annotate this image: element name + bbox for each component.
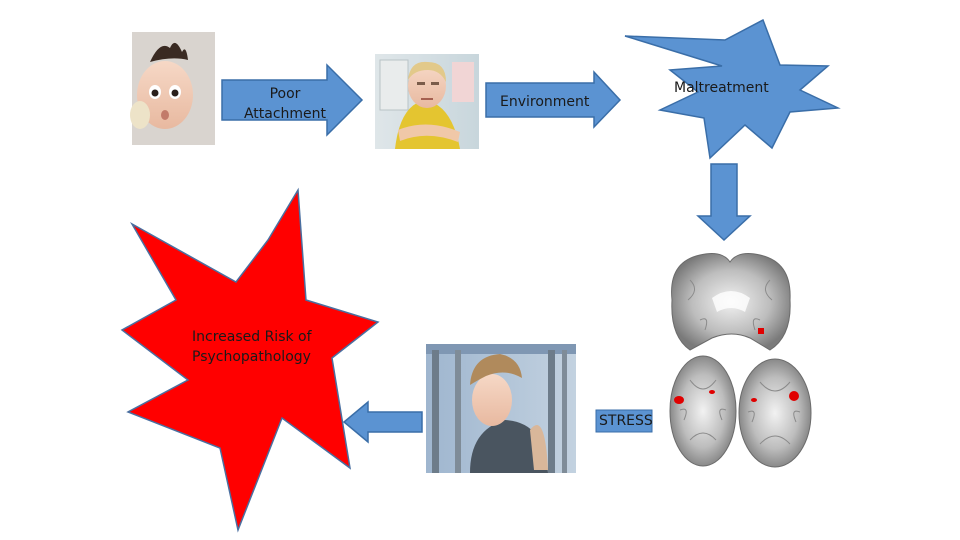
maltreatment-label: Maltreatment xyxy=(674,80,769,96)
risk-burst xyxy=(120,187,380,533)
poor-attachment-label-line1: Poor xyxy=(269,86,301,102)
stress-label-box xyxy=(595,409,653,433)
poor-attachment-label: Poor Attachment xyxy=(226,84,344,124)
arrow-poor-attachment xyxy=(221,63,364,137)
brain-coronal-scan xyxy=(671,253,791,351)
brain-scans-image xyxy=(669,253,812,468)
brain-axial-scan-right xyxy=(738,358,812,468)
environment-label: Environment xyxy=(500,94,590,110)
risk-label-line2: Psychopathology xyxy=(192,349,311,365)
stress-label: STRESS xyxy=(599,413,653,429)
teen-photo xyxy=(426,344,576,473)
arrow-down-to-brain xyxy=(696,163,752,242)
risk-label-line1: Increased Risk of xyxy=(192,329,312,345)
maltreatment-burst xyxy=(624,18,841,160)
arrow-stress-to-risk xyxy=(342,400,423,444)
arrow-environment xyxy=(485,70,622,129)
risk-label: Increased Risk of Psychopathology xyxy=(192,327,312,367)
child-photo xyxy=(375,54,479,149)
poor-attachment-label-line2: Attachment xyxy=(243,106,327,122)
brain-axial-scan-left xyxy=(669,355,737,467)
baby-photo xyxy=(130,32,215,145)
